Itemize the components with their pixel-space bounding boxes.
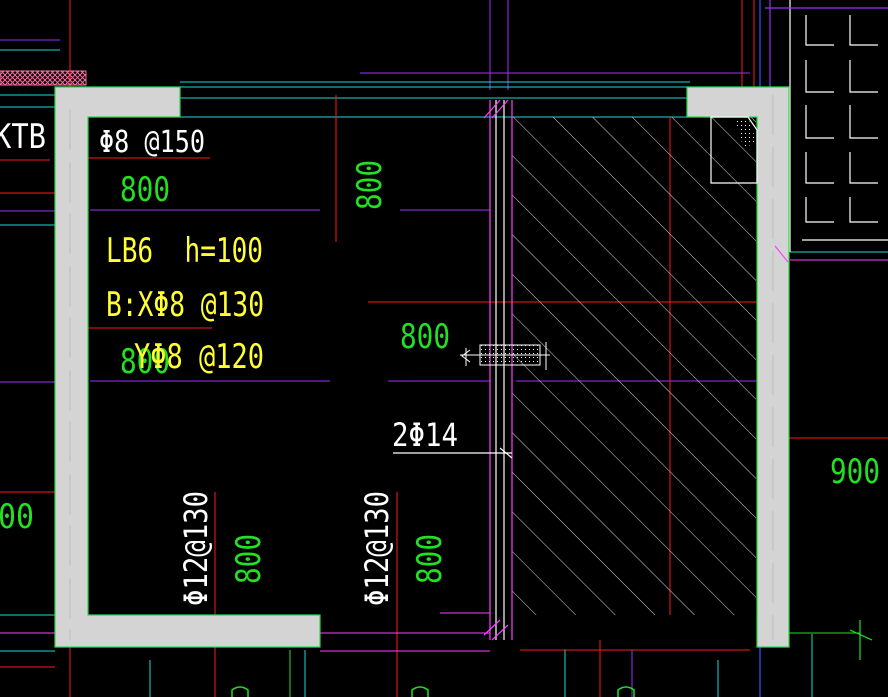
top-left-tag: KTB (0, 117, 46, 157)
dim-800-a: 800 (120, 170, 170, 210)
top-bar-label: Φ8 @150 (99, 125, 205, 160)
section-mark (460, 342, 550, 370)
partial-bottom-labels (231, 686, 635, 697)
dim-800-mid: 800 (400, 317, 450, 357)
dim-800-vertical-top: 800 (350, 160, 390, 210)
bar-mid-bottom: Φ12@130 (358, 491, 396, 606)
crosshatch-strip (0, 70, 87, 86)
dim-00-left: 00 (0, 497, 34, 537)
beam-leader (393, 447, 513, 459)
axis-marker (849, 620, 873, 660)
wall-outline (54, 86, 790, 648)
slab-bottom-y: YΦ8 @120 (134, 337, 264, 377)
bar-left-bottom: Φ12@130 (177, 491, 215, 606)
corner-detail (710, 116, 758, 184)
beam-bars-label: 2Φ14 (392, 416, 458, 454)
dim-800-bottom-left: 800 (229, 534, 269, 584)
wall-arrow (774, 245, 789, 263)
dim-800-bottom-mid: 800 (410, 534, 450, 584)
dim-900: 900 (830, 452, 880, 492)
dim-800-overlap: 800 (120, 342, 170, 382)
hatched-shaft-area (512, 117, 756, 615)
slab-bottom-x: B:XΦ8 @130 (106, 285, 264, 325)
beam-lines (483, 99, 513, 641)
slab-id: LB6 h=100 (106, 231, 263, 271)
